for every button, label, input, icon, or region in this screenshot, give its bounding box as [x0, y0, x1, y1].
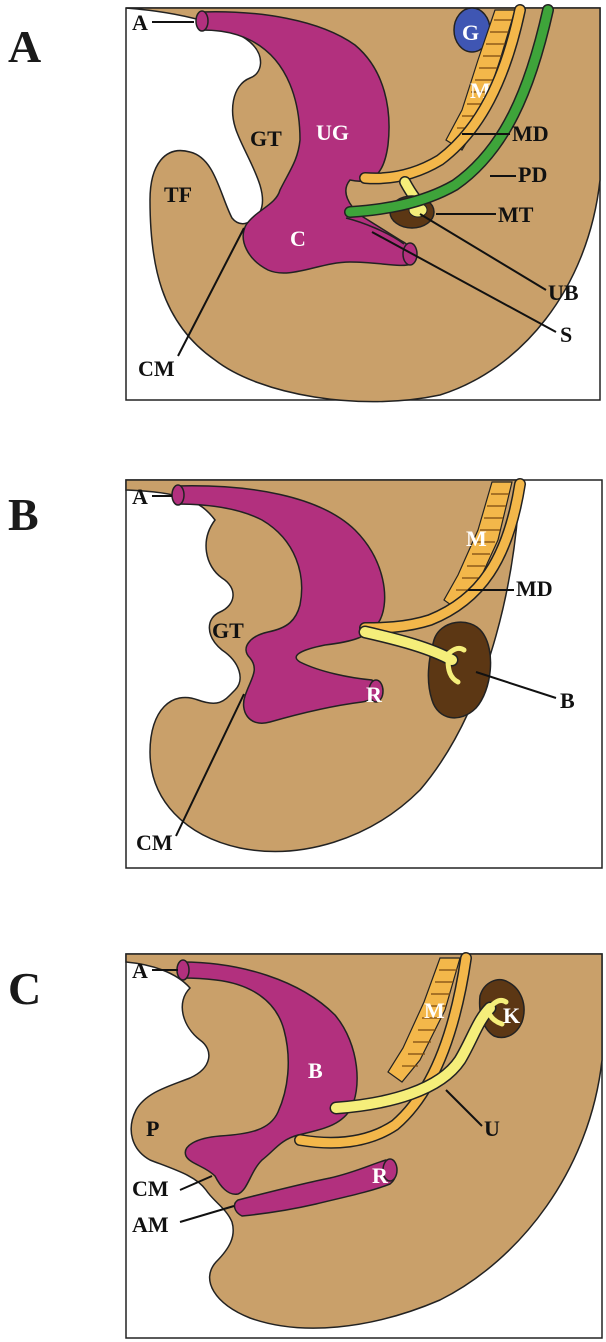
panel-b-letter: B: [8, 489, 39, 540]
panel-c-label-am: AM: [132, 1212, 169, 1237]
panel-b-label-r: R: [366, 682, 383, 707]
panel-a-label-gt: GT: [250, 126, 282, 151]
panel-c-allantois-end: [177, 960, 189, 980]
panel-a-label-md: MD: [512, 121, 549, 146]
panel-c-label-p: P: [146, 1116, 159, 1141]
panel-b-label-b: B: [560, 688, 575, 713]
panel-a-label-s: S: [560, 322, 572, 347]
panel-b-label-gt: GT: [212, 618, 244, 643]
panel-b-label-a: A: [132, 484, 148, 509]
panel-c-letter: C: [8, 963, 41, 1014]
panel-a-label-a: A: [132, 10, 148, 35]
panel-b-label-cm: CM: [136, 830, 173, 855]
panel-a-label-pd: PD: [518, 162, 547, 187]
panel-a-rectum-end: [403, 243, 417, 265]
panel-c-label-u: U: [484, 1116, 500, 1141]
panel-a-label-c: C: [290, 226, 306, 251]
panel-a-label-ug: UG: [316, 120, 349, 145]
panel-a-label-cm: CM: [138, 356, 175, 381]
panel-a-allantois-end: [196, 11, 208, 31]
panel-b-allantois-end: [172, 485, 184, 505]
panel-b-label-md: MD: [516, 576, 553, 601]
panel-a-label-mt: MT: [498, 202, 534, 227]
panel-c-label-cm: CM: [132, 1176, 169, 1201]
panel-c-label-k: K: [503, 1003, 520, 1028]
panel-c-label-m: M: [424, 998, 445, 1023]
panel-c-label-b: B: [308, 1058, 323, 1083]
panel-a-label-ub: UB: [548, 280, 579, 305]
panel-b: B M R GT A: [8, 480, 602, 868]
panel-c-label-r: R: [372, 1163, 389, 1188]
panel-c-label-a: A: [132, 958, 148, 983]
panel-a-label-tf: TF: [164, 182, 192, 207]
panel-a: A G M: [8, 8, 600, 402]
panel-c: C M B: [8, 954, 602, 1338]
panel-b-label-m: M: [466, 526, 487, 551]
panel-a-label-g: G: [462, 20, 479, 45]
panel-a-letter: A: [8, 21, 41, 72]
